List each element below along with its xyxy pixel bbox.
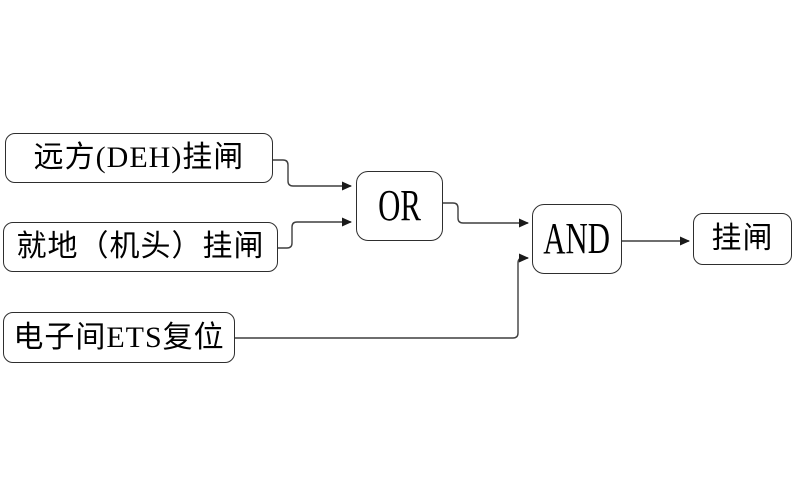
edge-local-to-or (278, 217, 352, 249)
node-latch-output-label: 挂闸 (711, 222, 774, 255)
edge-ets-to-and (235, 253, 529, 339)
node-remote-deh-latch: 远方(DEH)挂闸 (5, 133, 273, 183)
node-local-head-latch: 就地（机头）挂闸 (3, 222, 278, 272)
edge-remote-to-or (273, 159, 352, 191)
node-and-gate: AND (532, 204, 622, 274)
node-local-head-latch-label: 就地（机头）挂闸 (16, 230, 265, 263)
node-ets-reset: 电子间ETS复位 (3, 312, 235, 363)
and-gate-label: AND (543, 214, 611, 263)
node-ets-reset-label: 电子间ETS复位 (13, 320, 225, 354)
or-gate-label: OR (378, 181, 421, 230)
node-remote-deh-latch-label: 远方(DEH)挂闸 (33, 141, 245, 174)
node-latch-output: 挂闸 (693, 213, 792, 265)
edge-or-to-and (443, 202, 529, 228)
node-or-gate: OR (356, 171, 443, 241)
